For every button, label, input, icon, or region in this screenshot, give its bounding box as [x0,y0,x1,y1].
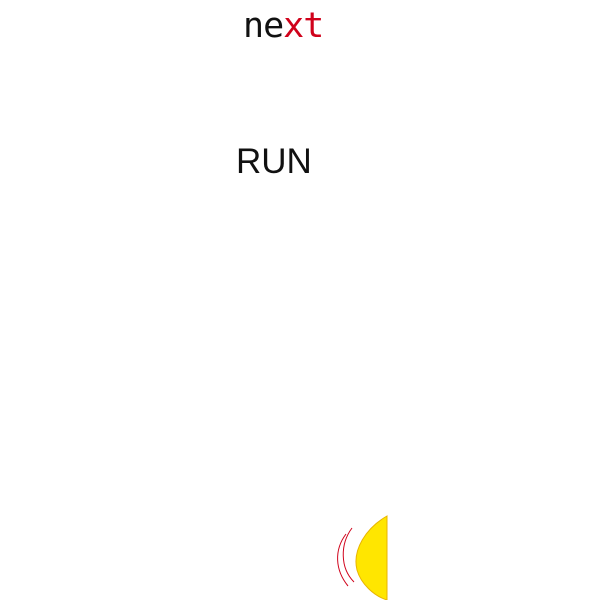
sound-wave-inner [342,527,355,583]
sound-wave-outer [337,533,349,587]
run-button[interactable]: RUN [236,142,312,181]
speaker-cone-shape [355,515,388,600]
next-logo: next [243,6,324,46]
logo-text-ne: ne [243,6,284,46]
logo-text-xt: xt [283,6,324,46]
speaker-waves-icon[interactable] [332,512,394,600]
